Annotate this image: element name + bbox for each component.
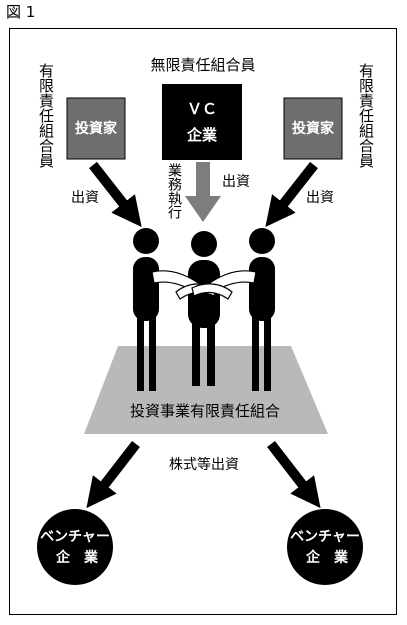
capital-arrow-left: [89, 161, 142, 228]
business-execution-label: 業務執行: [166, 163, 182, 220]
unlimited-partner-label: 無限責任組合員: [150, 56, 255, 74]
capital-arrow-right: [265, 161, 318, 228]
investor-right-label: 投資家: [292, 120, 335, 137]
equity-arrow-right: [267, 440, 321, 509]
capital-label-center: 出資: [222, 174, 250, 190]
person-left: [133, 228, 159, 391]
vc-line2: 企業: [186, 126, 218, 144]
venture-left-line1: ベンチャー: [40, 529, 110, 545]
execution-arrow-shaft: [196, 162, 210, 198]
investor-right-box: [283, 97, 343, 160]
equity-arrow-left: [86, 440, 140, 509]
limited-partner-left-label: 有限責任組合員: [37, 63, 55, 168]
venture-left-line2: 企 業: [55, 549, 99, 566]
figure-label: 図 1: [6, 3, 36, 21]
figure-frame: [9, 28, 397, 615]
limited-partner-right-label: 有限責任組合員: [357, 63, 375, 168]
partnership-label: 投資事業有限責任組合: [130, 402, 280, 420]
joined-hands: [151, 270, 257, 300]
venture-left-circle: [37, 509, 113, 585]
investor-left-box: [66, 97, 126, 160]
partnership-platform: [84, 346, 328, 434]
vc-line1: ＶＣ: [187, 100, 217, 118]
equity-investment-label: 株式等出資: [169, 456, 239, 473]
vc-company-box: [162, 84, 242, 160]
execution-arrow-head: [185, 196, 221, 222]
venture-right-line2: 企 業: [305, 549, 349, 566]
investor-left-label: 投資家: [75, 120, 118, 137]
venture-right-circle: [287, 509, 363, 585]
person-center: [188, 231, 220, 386]
capital-label-left: 出資: [71, 190, 99, 206]
venture-right-line1: ベンチャー: [290, 529, 360, 545]
capital-label-right: 出資: [306, 190, 334, 206]
